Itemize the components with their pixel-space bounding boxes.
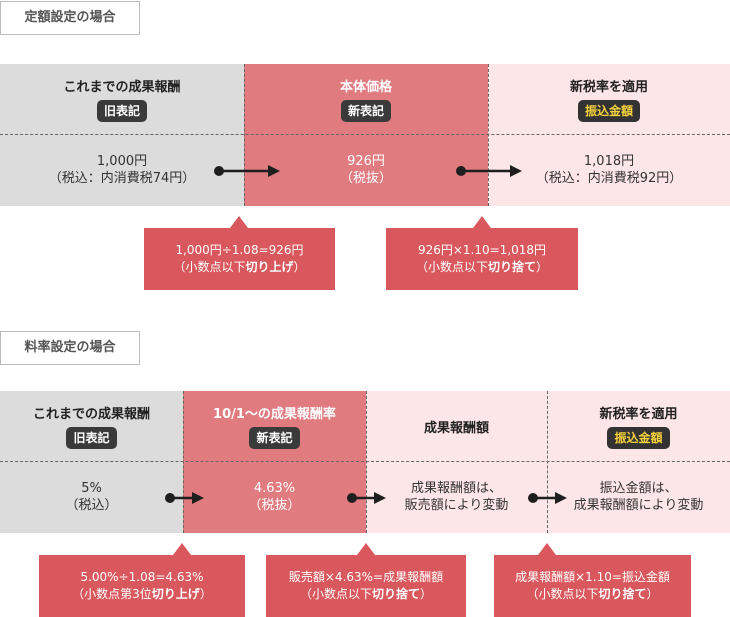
rate-new-line2: 成果報酬額により変動 [573, 498, 704, 513]
fixed-callout-2-formula: 926円×1.10=1,018円 [417, 243, 547, 257]
rate-arrow-2-icon [347, 492, 386, 504]
rate-callout-2-pointer [357, 543, 375, 555]
rate-new-header: 新税率を適用 振込金額 [547, 391, 730, 461]
rate-divider-3 [547, 391, 548, 533]
rate-amount-cell: 成果報酬額 成果報酬額は、 販売額により変動 [366, 391, 547, 533]
rate-callout-roundup: 5.00%÷1.08=4.63% （小数点第3位切り上げ） [39, 543, 245, 617]
rate-old-badge: 旧表記 [66, 427, 117, 449]
rate-base-note: （税抜） [248, 498, 301, 513]
fixed-flow-panel: これまでの成果報酬 旧表記 1,000円 （税込：内消費税74円） 本体価格 新… [0, 64, 730, 206]
rate-callout-1-note: （小数点第3位切り上げ） [72, 587, 212, 601]
fixed-base-badge: 新表記 [340, 100, 391, 122]
rate-base-cell: 10/1～の成果報酬率 新表記 4.63% （税抜） [183, 391, 366, 533]
fixed-old-cell: これまでの成果報酬 旧表記 1,000円 （税込：内消費税74円） [0, 64, 244, 206]
rate-arrow-1-icon [165, 492, 204, 504]
fixed-base-note: （税抜） [339, 171, 392, 186]
fixed-base-title: 本体価格 [339, 80, 392, 95]
fixed-new-body: 1,018円 （税込：内消費税92円） [488, 134, 730, 206]
fixed-base-cell: 本体価格 新表記 926円 （税抜） [244, 64, 488, 206]
rate-flow-panel: これまでの成果報酬 旧表記 5% （税込） 10/1～の成果報酬率 新表記 4.… [0, 391, 730, 533]
rate-new-body: 振込金額は、 成果報酬額により変動 [547, 461, 730, 533]
fixed-callout-roundup: 1,000円÷1.08=926円 （小数点以下切り上げ） [144, 216, 335, 290]
rate-amount-header: 成果報酬額 [366, 391, 547, 461]
fixed-old-body: 1,000円 （税込：内消費税74円） [0, 134, 244, 206]
fixed-arrow-2-icon [456, 165, 522, 177]
rate-callout-2-formula: 販売額×4.63%=成果報酬額 [288, 570, 444, 584]
rate-callout-3-formula: 成果報酬額×1.10=振込金額 [515, 570, 670, 584]
fixed-new-note: （税込：内消費税92円） [535, 171, 683, 186]
fixed-callout-truncate: 926円×1.10=1,018円 （小数点以下切り捨て） [386, 216, 578, 290]
fixed-old-header: これまでの成果報酬 旧表記 [0, 64, 244, 134]
rate-amount-line1: 成果報酬額は、 [410, 481, 502, 496]
rate-callout-3-pointer [538, 543, 556, 555]
fixed-old-title: これまでの成果報酬 [63, 80, 181, 95]
fixed-old-badge: 旧表記 [96, 100, 147, 122]
fixed-base-header: 本体価格 新表記 [244, 64, 488, 134]
rate-horizontal-divider [0, 461, 730, 462]
fixed-new-title: 新税率を適用 [569, 80, 648, 95]
rate-old-cell: これまでの成果報酬 旧表記 5% （税込） [0, 391, 183, 533]
rate-amount-title: 成果報酬額 [423, 420, 489, 436]
rate-arrow-3-icon [528, 492, 567, 504]
fixed-callout-1-note: （小数点以下切り上げ） [173, 260, 306, 274]
rate-divider-2 [366, 391, 367, 533]
rate-base-body: 4.63% （税抜） [183, 461, 366, 533]
rate-new-cell: 新税率を適用 振込金額 振込金額は、 成果報酬額により変動 [547, 391, 730, 533]
rate-callout-2-note: （小数点以下切り捨て） [299, 587, 433, 601]
fixed-callout-1-formula: 1,000円÷1.08=926円 [175, 243, 304, 257]
rate-base-title: 10/1～の成果報酬率 [213, 407, 336, 422]
fixed-arrow-1-icon [214, 165, 280, 177]
fixed-callout-2-pointer [473, 216, 491, 228]
fixed-divider-1 [244, 64, 245, 206]
rate-old-header: これまでの成果報酬 旧表記 [0, 391, 183, 461]
rate-new-badge: 振込金額 [607, 427, 670, 449]
fixed-callout-2-note: （小数点以下切り捨て） [415, 260, 549, 274]
rate-callout-3-note: （小数点以下切り捨て） [526, 587, 659, 601]
rate-old-value: 5% [81, 481, 102, 496]
rate-base-badge: 新表記 [249, 427, 300, 449]
rate-old-note: （税込） [65, 498, 118, 513]
fixed-base-body: 926円 （税抜） [244, 134, 488, 206]
rate-callout-transfer: 成果報酬額×1.10=振込金額 （小数点以下切り捨て） [494, 543, 691, 617]
fixed-new-badge: 振込金額 [577, 100, 640, 122]
rate-callout-sales: 販売額×4.63%=成果報酬額 （小数点以下切り捨て） [266, 543, 466, 617]
rate-callout-1-formula: 5.00%÷1.08=4.63% [80, 570, 204, 584]
fixed-horizontal-divider [0, 134, 730, 135]
rate-amount-line2: 販売額により変動 [404, 498, 509, 513]
rate-old-body: 5% （税込） [0, 461, 183, 533]
rate-callout-1-pointer [173, 543, 191, 555]
rate-new-line1: 振込金額は、 [599, 481, 678, 496]
section-label-fixed: 定額設定の場合 [0, 1, 140, 35]
section-label-rate: 料率設定の場合 [0, 331, 140, 365]
fixed-base-value: 926円 [347, 154, 385, 169]
rate-new-title: 新税率を適用 [599, 407, 678, 422]
fixed-new-value: 1,018円 [583, 154, 635, 169]
fixed-new-header: 新税率を適用 振込金額 [488, 64, 730, 134]
fixed-new-cell: 新税率を適用 振込金額 1,018円 （税込：内消費税92円） [488, 64, 730, 206]
fixed-divider-2 [488, 64, 489, 206]
rate-amount-body: 成果報酬額は、 販売額により変動 [366, 461, 547, 533]
fixed-old-note: （税込：内消費税74円） [48, 171, 196, 186]
fixed-callout-1-pointer [230, 216, 248, 228]
rate-base-value: 4.63% [253, 481, 296, 496]
fixed-old-value: 1,000円 [96, 154, 148, 169]
rate-old-title: これまでの成果報酬 [32, 407, 150, 422]
rate-base-header: 10/1～の成果報酬率 新表記 [183, 391, 366, 461]
rate-divider-1 [183, 391, 184, 533]
